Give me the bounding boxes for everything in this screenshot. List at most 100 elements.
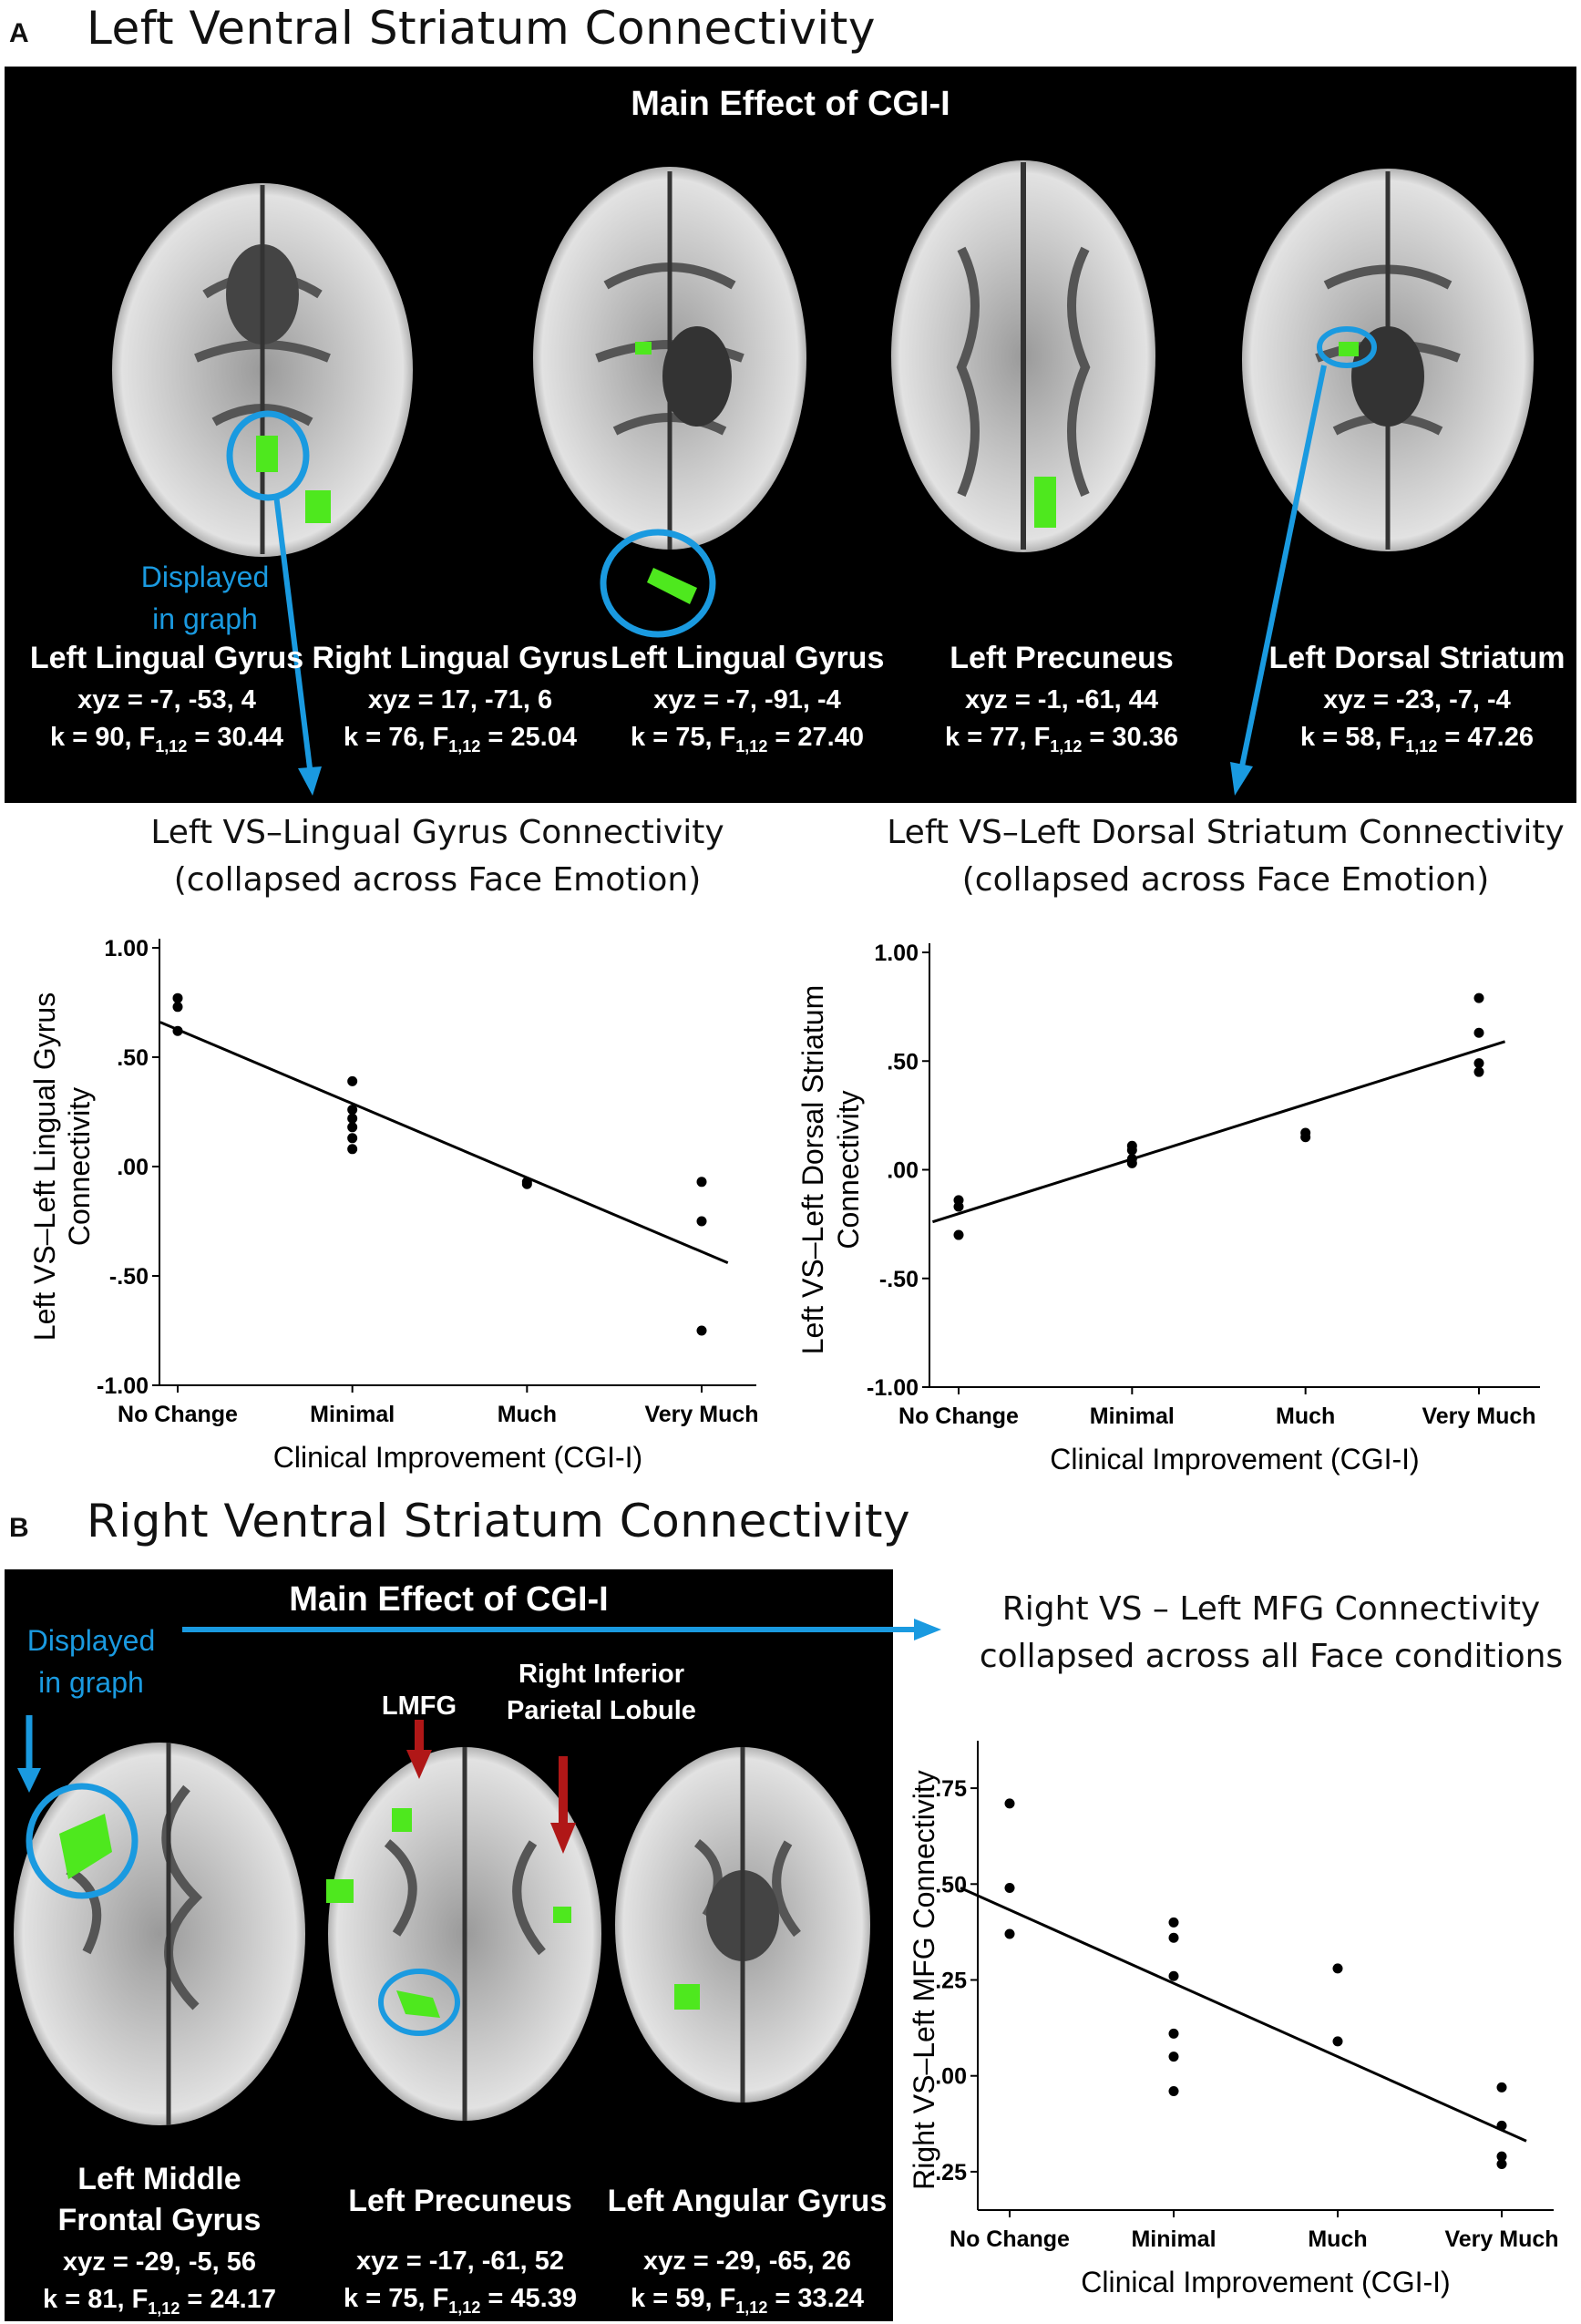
region-stat: k = 75, F1,12 = 27.40 [611,723,884,756]
y-axis-label-line1: Left VS–Left Lingual Gyrus [28,992,61,1341]
cluster-left-precuneus [1034,477,1056,528]
panel-b-brain-figure: Main Effect of CGI-I [5,1569,893,2321]
data-point [696,1177,707,1188]
region-stat: k = 81, F1,12 = 24.17 [23,2285,296,2319]
y-axis-label-line2: Connectivity [832,1090,865,1249]
panel-b-title: Right Ventral Striatum Connectivity [87,1495,911,1548]
cluster-left-lingual-1 [256,436,278,472]
cluster-left-dorsal-striatum [1339,342,1359,356]
chart-1-title-line1: Left VS–Lingual Gyrus Connectivity [150,814,724,851]
chart-3-title-line2: collapsed across all Face conditions [979,1638,1564,1675]
data-point [1004,1883,1015,1893]
cluster-small-2 [635,342,652,355]
panel-a-brain-slices [112,160,1534,796]
data-point [1496,2151,1507,2162]
region-df: 1,12 [1050,736,1083,756]
region-k: k = 90, F [50,723,156,752]
region-stat: k = 77, F1,12 = 30.36 [925,723,1198,756]
region-name: Left Precuneus [950,641,1174,675]
y-tick-label: -.50 [879,1267,919,1292]
highlight-circle-3 [1317,326,1377,368]
y-tick-label: -.25 [928,2160,967,2185]
x-tick-label: Very Much [1444,2226,1558,2252]
region-df: 1,12 [155,736,188,756]
panel-a-title: Left Ventral Striatum Connectivity [87,2,876,55]
displayed-note-line-2: in graph [152,602,258,635]
region-stat: k = 59, F1,12 = 33.24 [606,2284,888,2318]
highlight-circle-2 [600,529,716,638]
region-stat: k = 90, F1,12 = 30.44 [21,723,313,756]
y-tick-label: -1.00 [867,1375,919,1401]
region-b-label-2: Left Precuneus xyz = -17, -61, 52 k = 75… [314,2184,606,2318]
region-coord: xyz = -29, -5, 56 [63,2247,256,2277]
brain-slice-2 [533,167,806,550]
ripl-label-line-2: Parietal Lobule [507,1696,696,1725]
displayed-note-b-line-2: in graph [38,1666,144,1699]
ripl-label: Right Inferior Parietal Lobule [478,1656,724,1729]
y-tick-label: .00 [887,1158,919,1184]
chart-3-title: Right VS – Left MFG Connectivity collaps… [966,1586,1576,1681]
region-f: = 24.17 [180,2285,276,2314]
region-label-2: Right Lingual Gyrus xyz = 17, -71, 6 k =… [310,641,611,756]
region-df: 1,12 [735,2298,768,2317]
data-point [1126,1145,1137,1156]
region-coord: xyz = -7, -91, -4 [653,685,841,715]
panel-a-displayed-note: Displayed in graph [128,556,282,640]
data-point [1168,1917,1179,1928]
data-point [953,1201,964,1212]
region-coord: xyz = -7, -53, 4 [77,685,256,715]
data-point [347,1122,358,1133]
regression-line [960,1887,1527,2143]
brain-slice-b1 [14,1743,305,2125]
y-axis-label-line1: Left VS–Left Dorsal Striatum [796,985,829,1355]
data-point [1496,2120,1507,2131]
panel-a-letter: A [9,18,29,48]
cluster-right-lingual [305,490,331,523]
region-k: k = 76, F [344,723,449,752]
region-stat: k = 76, F1,12 = 25.04 [310,723,611,756]
x-tick-label: Minimal [310,1402,395,1427]
data-point [953,1229,964,1240]
data-point [696,1325,707,1336]
region-stat: k = 75, F1,12 = 45.39 [314,2284,606,2318]
panel-b-displayed-note: Displayed in graph [23,1620,159,1703]
data-point [1473,1027,1484,1038]
blue-arrow-1-head [298,766,322,796]
data-point [347,1144,358,1155]
x-tick-label: Much [498,1402,557,1427]
data-point [1496,2159,1507,2169]
region-name-2: Frontal Gyrus [57,2203,262,2237]
regression-line [931,1040,1506,1224]
brain-slice-b3 [615,1747,870,2103]
x-axis-label: Clinical Improvement (CGI-I) [1050,1443,1419,1476]
data-point [172,1025,183,1036]
data-point [1300,1132,1311,1143]
region-k: k = 75, F [631,723,736,752]
blue-arrow-2-line [1239,365,1327,767]
y-tick-label: .50 [935,1872,967,1897]
cluster-lmfg-2 [392,1808,412,1832]
data-point [1496,2082,1507,2093]
red-arrow-ripl-head [550,1823,576,1854]
lmfg-label: LMFG [381,1692,457,1721]
region-f: = 30.44 [187,723,283,752]
data-point [347,1075,358,1086]
x-tick-label: Minimal [1131,2226,1216,2252]
region-df: 1,12 [448,2298,481,2317]
region-name: Left Middle [77,2162,241,2196]
data-point [1332,2036,1343,2047]
region-df: 1,12 [448,736,481,756]
region-f: = 45.39 [480,2284,577,2313]
data-point [1473,992,1484,1003]
data-point [1004,1928,1015,1939]
cluster-left-mfg [59,1814,112,1879]
data-point [1168,1932,1179,1943]
x-tick-label: Much [1276,1404,1335,1429]
arrow-tip-head [914,1619,941,1640]
region-name: Left Lingual Gyrus [611,641,885,675]
blue-arrow-b-down-head [17,1768,41,1793]
brain-slice-4 [1242,169,1534,551]
y-tick-label: .00 [117,1155,149,1180]
region-f: = 25.04 [480,723,577,752]
